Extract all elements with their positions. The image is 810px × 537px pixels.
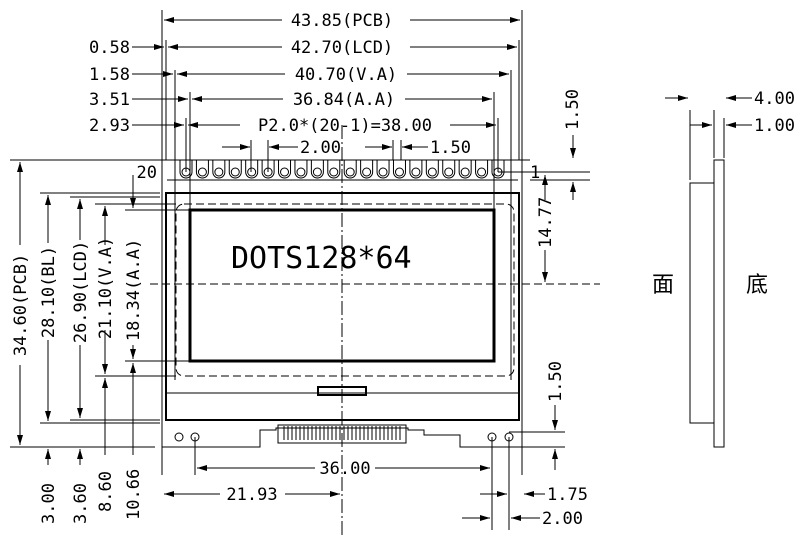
pin-pad [228,160,242,179]
pin-pad [343,160,357,179]
pin-span-label: P2.0*(20-1)=38.00 [258,116,432,136]
lcd-height-label: 26.90(LCD) [71,241,91,343]
top-dimensions [132,17,520,380]
hole-edge-label: 1.75 [547,485,588,505]
back-side-label: 底 [746,273,768,298]
pin-hole [427,167,437,177]
pin-pad [310,160,324,179]
bl-height-label: 28.10(BL) [39,246,59,338]
hole-span-label: 36.00 [319,459,370,479]
center-offset-label: 14.77 [536,197,556,248]
pin-hole [230,167,240,177]
hole-pitch-label: 2.00 [542,509,583,529]
pcb-width-label: 43.85(PCB) [291,11,393,31]
pin-hole [394,167,404,177]
va-height-label: 21.10(V.A) [96,237,116,339]
aa-width-label: 36.84(A.A) [293,90,395,110]
pin-pad [212,160,226,179]
pin-pad [245,160,259,179]
aa-bottom-offset-label: 10.66 [124,469,144,520]
pin-pad [409,160,423,179]
pin-pad [195,160,209,179]
pcb-thickness-label: 1.00 [754,116,795,136]
pin-pad [261,160,275,179]
pin-hole [329,167,339,177]
pin-pad [327,160,341,179]
pin-hole [444,167,454,177]
pcb-outline [10,10,530,475]
pin-pad [392,160,406,179]
lcd-offset-label: 0.58 [89,38,130,58]
active-area [188,208,496,363]
viewing-area [175,203,515,377]
va-width-label: 40.70(V.A) [295,65,397,85]
pin-hole [312,167,322,177]
center-from-left-label: 21.93 [226,485,277,505]
pin-pad [442,160,456,179]
pin-pad [360,160,374,179]
pin-hole [378,167,388,177]
pin-edge-label: 1.50 [563,89,583,130]
lcd-glass [165,192,520,421]
pin-pad [294,160,308,179]
pin-pad [458,160,472,179]
right-dimensions [498,135,590,470]
pin-pad [278,160,292,179]
hole-edge-vertical-label: 1.50 [546,361,566,402]
bl-offset-label: 3.00 [39,483,59,524]
va-bottom-offset-label: 8.60 [96,471,116,512]
module-thickness-label: 4.00 [754,89,795,109]
pin-hole [247,167,257,177]
pin-hole [411,167,421,177]
pin-pad [491,160,505,179]
pin-pad [475,160,489,179]
va-offset-label: 1.58 [89,65,130,85]
aa-offset-label: 3.51 [89,90,130,110]
pin-pad [179,160,193,179]
pin-hole [214,167,224,177]
left-dimensions [10,162,190,465]
pin-hole [460,167,470,177]
front-side-label: 面 [652,273,674,298]
pin-hole [296,167,306,177]
pin-hole [197,167,207,177]
pin-offset-label: 2.93 [89,116,130,136]
pin-hole [345,167,355,177]
pin-hole [280,167,290,177]
pin-hole [477,167,487,177]
pin-row [179,160,505,179]
fpc-stripes [283,426,401,440]
pin-20-label: 20 [137,163,157,183]
pin-1-label: 1 [530,163,540,183]
bottom-dimensions [164,437,545,530]
aa-height-label: 18.34(A.A) [124,239,144,341]
pcb-height-label: 34.60(PCB) [11,254,31,356]
lcd-bottom-offset-label: 3.60 [71,483,91,524]
display-resolution-label: DOTS128*64 [231,241,412,276]
ic-chip [317,386,367,396]
fpc-connector [277,424,407,444]
side-view [665,95,752,448]
pin-pitch-label: 2.00 [300,138,341,158]
pin-hole [362,167,372,177]
pin-pad [425,160,439,179]
pin-pad [376,160,390,179]
lcd-width-label: 42.70(LCD) [291,38,393,58]
pin-pad-label: 1.50 [430,138,471,158]
